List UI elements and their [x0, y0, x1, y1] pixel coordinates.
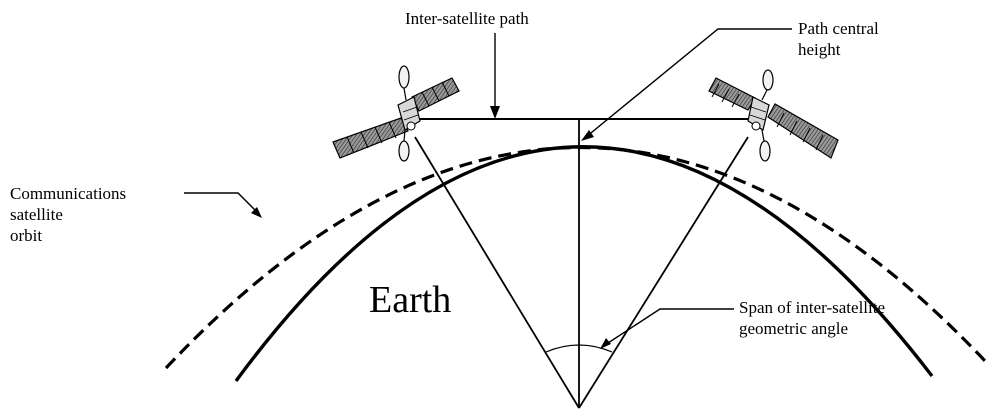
left-satellite-icon: [332, 65, 460, 162]
arrowhead-orbit: [251, 207, 262, 218]
right-radial-line: [578, 136, 749, 409]
orbit-label-line2: satellite: [10, 205, 63, 224]
orbit-label-line1: Communications: [10, 184, 127, 203]
right-satellite-icon: [708, 69, 839, 162]
leader-path-central-height: [585, 28, 792, 138]
path-central-height-label-line2: height: [798, 40, 841, 59]
orbit-label-line3: orbit: [10, 226, 43, 245]
satellite-orbit-arc: [164, 146, 988, 370]
inter-satellite-path-label: Inter-satellite path: [405, 9, 529, 28]
span-angle-label-line2: geometric angle: [739, 319, 849, 338]
arrowhead-path-central-height: [581, 130, 594, 141]
earth-label: Earth: [369, 279, 452, 321]
leader-orbit: [184, 192, 259, 214]
arrowhead-inter-satellite-path: [490, 106, 500, 119]
path-central-height-label-line1: Path central: [798, 19, 879, 38]
arrowhead-span-angle: [600, 338, 611, 349]
geometric-angle-arc: [545, 344, 613, 353]
span-angle-label-line1: Span of inter-satellite: [739, 298, 886, 317]
leader-span-angle: [604, 308, 734, 346]
earth-surface-arc: [234, 145, 934, 383]
left-radial-line: [414, 136, 580, 409]
